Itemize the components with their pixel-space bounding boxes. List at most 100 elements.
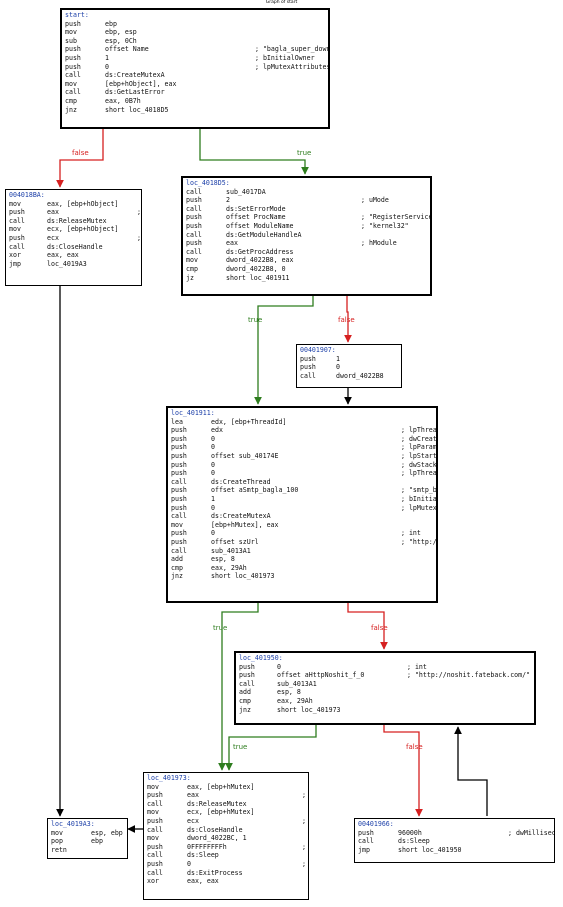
instruction-mnemonic: push <box>171 460 187 469</box>
instruction-operands: 0 <box>211 434 215 443</box>
instruction-comment: ; lpMutexAttributes <box>255 62 330 71</box>
instruction-mnemonic: push <box>147 859 163 868</box>
instruction-comment: ; dwCreationFlags <box>401 434 437 443</box>
instruction-operands: offset aHttpNoshit_f_0 <box>277 671 365 680</box>
instruction-mnemonic: push <box>147 791 163 800</box>
instruction-operands: ebp <box>91 837 103 846</box>
instruction-operands: 0 <box>211 443 215 452</box>
instruction-operands: 0FFFFFFFFh <box>187 842 227 851</box>
instruction-operands: ds:SetErrorMode <box>226 204 286 213</box>
instruction-operands: ds:ExitProcess <box>187 868 243 877</box>
instruction-operands: sub_4017DA <box>226 187 266 196</box>
instruction-line: jmp short loc_401950 <box>358 846 551 855</box>
instruction-operands: ds:GetProcAddress <box>226 247 294 256</box>
edge-401911-false <box>347 603 388 650</box>
instruction-mnemonic: call <box>147 799 163 808</box>
instruction-mnemonic: push <box>186 213 202 222</box>
block-label: start: <box>65 11 89 19</box>
instruction-mnemonic: push <box>65 45 81 54</box>
instruction-mnemonic: xor <box>147 877 159 886</box>
instruction-operands: eax, eax <box>187 877 219 886</box>
instruction-comment: ; int <box>407 662 427 671</box>
instruction-mnemonic: call <box>171 546 187 555</box>
instruction-mnemonic: push <box>65 62 81 71</box>
instruction-mnemonic: push <box>186 239 202 248</box>
instruction-mnemonic: call <box>147 825 163 834</box>
edge-label-false-2: false <box>338 316 355 324</box>
instruction-operands: ds:ReleaseMutex <box>47 216 107 225</box>
instruction-line: call ds:GetProcAddress <box>186 248 427 257</box>
edge-label-true-4: true <box>233 743 247 751</box>
instruction-operands: offset sub_40174E <box>211 451 279 460</box>
instruction-operands: short loc_401973 <box>211 572 275 581</box>
instruction-mnemonic: push <box>9 233 25 242</box>
instruction-comment: ; dwMilliseconds <box>302 842 306 851</box>
instruction-operands: ds:Sleep <box>187 851 219 860</box>
instruction-operands: short loc_4018D5 <box>105 105 169 114</box>
instruction-operands: offset ProcName <box>226 213 286 222</box>
instruction-comment: ; lpThreadId <box>401 426 437 435</box>
instruction-mnemonic: push <box>147 842 163 851</box>
instruction-operands: 0 <box>336 363 340 372</box>
instruction-operands: short loc_401950 <box>398 845 462 854</box>
instruction-operands: esp, 0Ch <box>105 36 137 45</box>
instruction-operands: 1 <box>336 354 340 363</box>
instruction-comment: ; "bagla_super_downloader_1000" <box>255 45 330 54</box>
edge-4018D5-false <box>344 296 352 343</box>
instruction-comment: ; lpThreadAttributes <box>401 469 437 478</box>
instruction-operands: ds:ReleaseMutex <box>187 799 247 808</box>
edge-401966-to-401950 <box>454 726 488 816</box>
instruction-mnemonic: sub <box>65 36 77 45</box>
instruction-mnemonic: push <box>300 363 316 372</box>
block-label: loc_401950: <box>239 654 283 662</box>
instruction-mnemonic: mov <box>9 199 21 208</box>
instruction-mnemonic: push <box>239 662 255 671</box>
instruction-comment: ; hObject <box>137 233 141 242</box>
instruction-mnemonic: lea <box>171 417 183 426</box>
instruction-mnemonic: call <box>186 247 202 256</box>
instruction-operands: eax <box>47 208 59 217</box>
instruction-mnemonic: call <box>186 187 202 196</box>
instruction-mnemonic: mov <box>186 256 198 265</box>
instruction-mnemonic: push <box>65 19 81 28</box>
block-label: loc_4018D5: <box>186 179 230 187</box>
instruction-operands: dword_4022B8, eax <box>226 256 294 265</box>
block-label: loc_401911: <box>171 409 215 417</box>
instruction-mnemonic: jmp <box>358 845 370 854</box>
instruction-mnemonic: push <box>171 537 187 546</box>
instruction-operands: esp, ebp <box>91 828 123 837</box>
instruction-operands: ds:CreateMutexA <box>211 512 271 521</box>
edge-401911-true <box>218 603 259 771</box>
instruction-operands: [ebp+hMutex], eax <box>211 520 279 529</box>
instruction-comment: ; "http://noshit.fateback.com/" <box>407 671 531 680</box>
instruction-mnemonic: add <box>171 555 183 564</box>
edge-label-true-1: true <box>297 149 311 157</box>
instruction-mnemonic: call <box>171 512 187 521</box>
instruction-mnemonic: push <box>300 354 316 363</box>
instruction-operands: loc_4019A3 <box>47 259 87 268</box>
